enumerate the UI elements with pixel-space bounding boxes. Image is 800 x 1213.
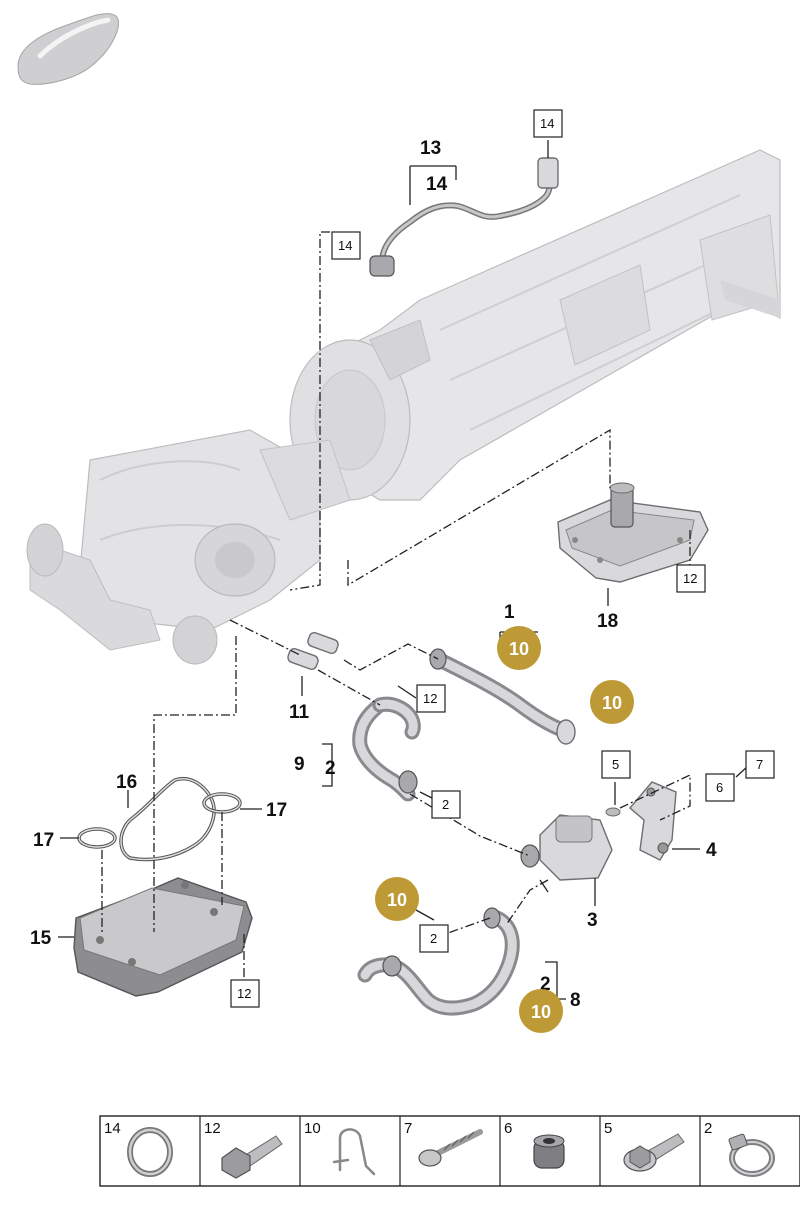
gold-marker-hose8: 10 xyxy=(519,989,563,1033)
svg-text:10: 10 xyxy=(509,639,529,659)
legend-cell-10: 10 xyxy=(304,1120,376,1176)
callout-3: 3 xyxy=(587,910,598,931)
callouts: 1 2 9 2 8 3 4 11 13 14 15 16 17 17 18 xyxy=(30,138,717,1011)
callout-8: 8 xyxy=(570,990,581,1011)
callout-15: 15 xyxy=(30,928,52,949)
svg-text:12: 12 xyxy=(683,571,697,586)
boxed-ref-12-bottom: 12 xyxy=(230,979,260,1008)
transaxle-housing xyxy=(26,149,781,665)
coolant-hose-part-1 xyxy=(429,648,576,745)
rubber-grommet-icon xyxy=(533,1134,565,1169)
svg-text:12: 12 xyxy=(237,986,251,1001)
svg-text:5: 5 xyxy=(604,1120,612,1137)
boxed-ref-12-valve: 12 xyxy=(676,564,706,593)
boxed-ref-12-mid: 12 xyxy=(416,684,446,713)
coolant-pump-part-3 xyxy=(520,814,613,893)
svg-text:6: 6 xyxy=(716,780,723,795)
callout-17-right: 17 xyxy=(266,800,287,821)
hose-clamp-icon xyxy=(728,1133,775,1177)
seal-ring-part-17-right xyxy=(202,792,242,814)
boxed-ref-5: 5 xyxy=(601,750,631,779)
boxed-ref-6: 6 xyxy=(705,773,735,802)
gold-markers: 10 10 10 10 xyxy=(375,626,634,1033)
svg-text:6: 6 xyxy=(504,1120,512,1137)
self-tapping-screw-icon xyxy=(418,1129,483,1167)
svg-text:14: 14 xyxy=(338,238,352,253)
svg-text:10: 10 xyxy=(304,1120,321,1137)
legend-cell-5: 5 xyxy=(604,1120,685,1172)
vehicle-thumbnail-icon xyxy=(17,13,119,85)
coolant-hose-part-8 xyxy=(357,907,520,1016)
assembly-lines xyxy=(101,231,691,980)
boxed-ref-14-top: 14 xyxy=(533,109,563,138)
gold-marker-hose1-upper: 10 xyxy=(497,626,541,670)
svg-text:10: 10 xyxy=(387,890,407,910)
svg-text:12: 12 xyxy=(423,691,437,706)
callout-13: 13 xyxy=(420,138,441,159)
hex-bolt-icon xyxy=(221,1135,283,1179)
callout-16: 16 xyxy=(116,772,137,793)
callout-4: 4 xyxy=(706,840,717,861)
gold-marker-hose1-lower: 10 xyxy=(590,680,634,724)
callout-11: 11 xyxy=(289,702,310,723)
callout-2-hose8: 2 xyxy=(540,974,551,995)
gold-marker-pump-inlet: 10 xyxy=(375,877,419,921)
callout-2-hose9: 2 xyxy=(325,758,336,779)
legend-cell-12: 12 xyxy=(204,1120,283,1179)
callout-14-line: 14 xyxy=(426,174,448,195)
svg-text:10: 10 xyxy=(531,1002,551,1022)
svg-text:2: 2 xyxy=(442,797,449,812)
boxed-ref-7: 7 xyxy=(745,750,775,779)
svg-text:2: 2 xyxy=(430,931,437,946)
svg-text:14: 14 xyxy=(104,1120,121,1137)
callout-9: 9 xyxy=(294,754,305,775)
small-parts-legend: 14 12 10 7 xyxy=(99,1115,800,1187)
svg-text:2: 2 xyxy=(704,1120,712,1137)
coolant-hose-part-9 xyxy=(352,696,421,802)
boxed-ref-14-left: 14 xyxy=(331,231,361,260)
svg-text:10: 10 xyxy=(602,693,622,713)
flange-bolt-icon xyxy=(623,1133,685,1172)
svg-text:5: 5 xyxy=(612,757,619,772)
pipe-connectors-part-11 xyxy=(287,632,339,670)
bracket-part-4 xyxy=(605,781,677,861)
legend-cell-6: 6 xyxy=(504,1120,565,1169)
svg-text:14: 14 xyxy=(540,116,554,131)
legend-cell-7: 7 xyxy=(404,1120,483,1167)
wire-clip-icon xyxy=(332,1128,376,1176)
boxed-refs: 14 14 12 12 12 2 2 5 xyxy=(230,109,775,1008)
seal-ring-part-17-left xyxy=(77,827,117,849)
legend-cell-14: 14 xyxy=(104,1120,173,1177)
boxed-ref-2-a: 2 xyxy=(431,790,461,819)
gasket-part-16 xyxy=(119,777,216,862)
heat-exchanger-part-15 xyxy=(73,877,253,997)
ring-seal-icon xyxy=(127,1127,173,1177)
callout-18: 18 xyxy=(597,611,618,632)
callout-17-left: 17 xyxy=(33,830,54,851)
svg-text:7: 7 xyxy=(756,757,763,772)
oil-line-part-13 xyxy=(369,157,559,277)
svg-text:7: 7 xyxy=(404,1120,412,1137)
valve-body-part-18 xyxy=(557,482,709,583)
svg-text:12: 12 xyxy=(204,1120,221,1137)
legend-cell-2: 2 xyxy=(704,1120,775,1177)
callout-1: 1 xyxy=(504,602,515,623)
boxed-ref-2-b: 2 xyxy=(419,924,449,953)
